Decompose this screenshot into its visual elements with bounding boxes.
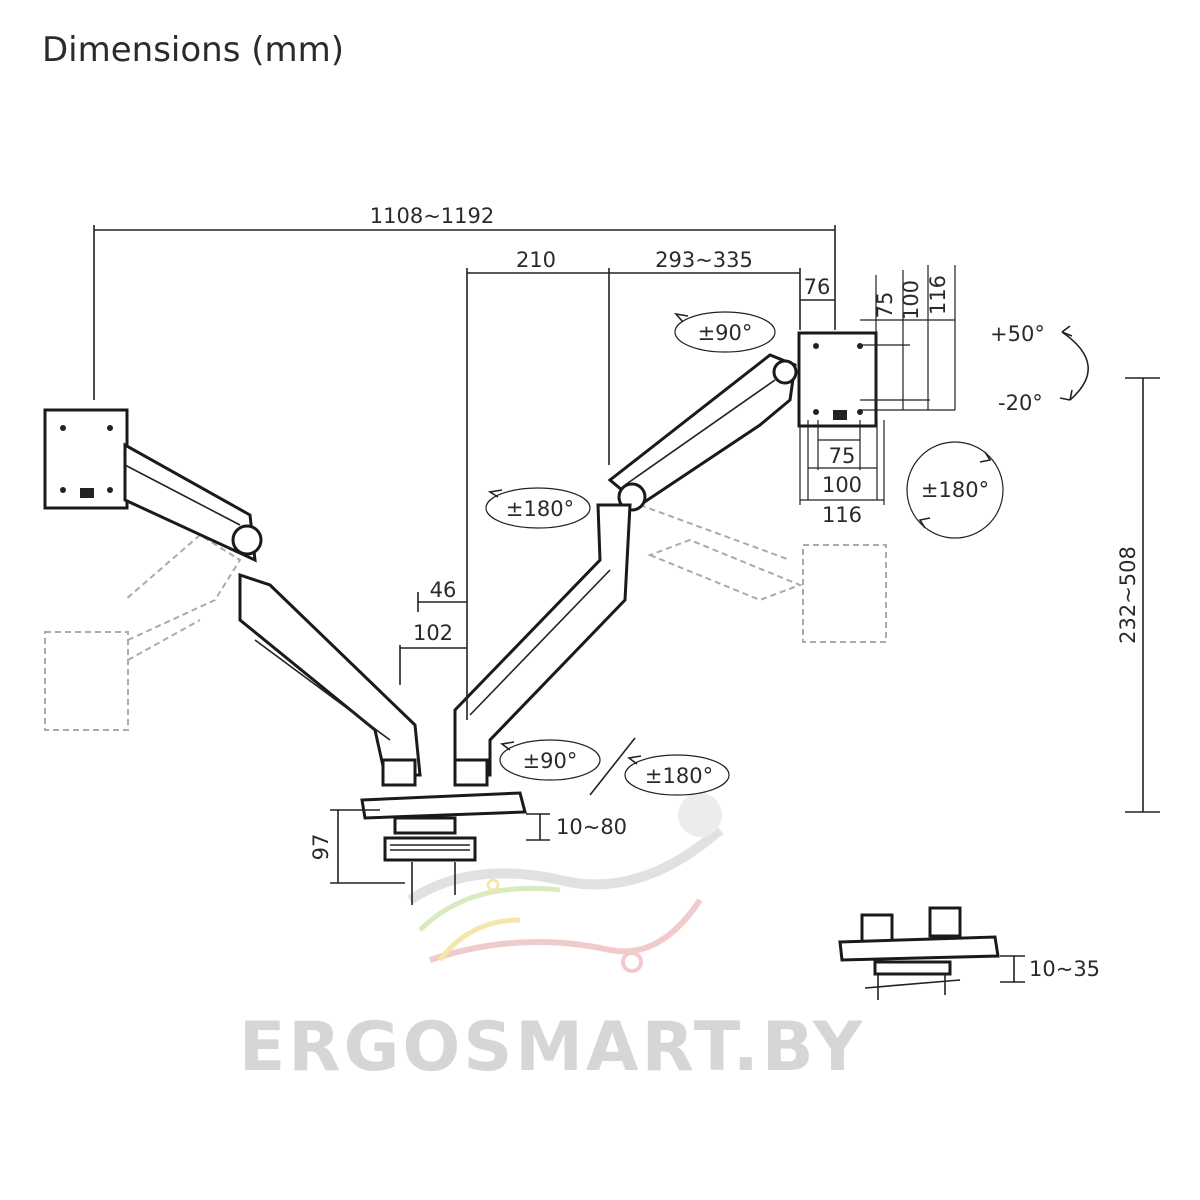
label-vesa-w-100: 100 bbox=[822, 473, 862, 497]
label-vesa-h-100: 100 bbox=[899, 280, 923, 320]
label-head-rotate: ±90° bbox=[698, 321, 753, 345]
label-vesa-w-75: 75 bbox=[829, 444, 856, 468]
label-desk-thickness-clamp: 10~80 bbox=[556, 815, 627, 839]
label-center-pole: 210 bbox=[516, 248, 556, 272]
rotation-swivel-head: ±180° bbox=[906, 441, 1004, 539]
ghost-right-monitor bbox=[639, 504, 887, 643]
label-clamp-height: 97 bbox=[309, 834, 333, 861]
dim-pole-offsets: 46 102 bbox=[399, 578, 467, 685]
ghost-left-monitor bbox=[44, 533, 242, 731]
divider-slash bbox=[589, 737, 636, 796]
dim-vesa-height: 75 100 116 bbox=[860, 265, 956, 411]
desk-base bbox=[360, 791, 527, 905]
label-tilt-up: +50° bbox=[990, 322, 1045, 346]
rotation-swivel-arm: ±180° bbox=[485, 487, 591, 529]
label-pole-102: 102 bbox=[413, 621, 453, 645]
label-desk-thickness-grommet: 10~35 bbox=[1029, 957, 1100, 981]
label-arm-reach: 293~335 bbox=[655, 248, 753, 272]
dim-desk-thickness-clamp: 10~80 bbox=[526, 813, 627, 841]
right-lower-arm bbox=[453, 503, 632, 787]
label-total-width: 1108~1192 bbox=[370, 204, 494, 228]
dim-center-pole: 210 293~335 76 bbox=[466, 248, 835, 720]
grommet-base bbox=[838, 906, 1000, 1000]
rotation-base-180: ±180° bbox=[624, 754, 730, 796]
left-lower-arm bbox=[238, 572, 422, 787]
watermark-text: ERGOSMART.BY bbox=[239, 1008, 865, 1087]
right-monitor-plate bbox=[797, 331, 878, 428]
rotation-base-90: ±90° bbox=[499, 739, 601, 781]
label-tilt-down: -20° bbox=[998, 391, 1043, 415]
watermark: ERGOSMART.BY bbox=[239, 793, 865, 1087]
label-height-range: 232~508 bbox=[1116, 546, 1140, 644]
rotation-head-90: ±90° bbox=[673, 311, 776, 353]
label-vesa-w-116: 116 bbox=[822, 503, 862, 527]
label-vesa-h-116: 116 bbox=[926, 275, 950, 315]
label-base-rotate-180: ±180° bbox=[645, 764, 713, 788]
label-pole-46: 46 bbox=[430, 578, 457, 602]
left-monitor-plate bbox=[43, 408, 129, 510]
dim-desk-thickness-grommet: 10~35 bbox=[1000, 955, 1100, 983]
left-upper-arm bbox=[123, 442, 263, 563]
label-swivel-head: ±180° bbox=[921, 478, 989, 502]
dim-clamp-height: 97 bbox=[309, 809, 405, 884]
dim-total-width: 1108~1192 bbox=[93, 204, 836, 400]
diagram-title: Dimensions (mm) bbox=[42, 30, 345, 70]
label-vesa-h-75: 75 bbox=[873, 292, 897, 319]
watermark-logo bbox=[407, 793, 724, 973]
label-swivel-arm: ±180° bbox=[506, 497, 574, 521]
rotation-tilt: +50° -20° bbox=[990, 322, 1089, 415]
dim-height-range: 232~508 bbox=[1116, 377, 1160, 813]
right-upper-arm bbox=[607, 353, 798, 512]
dim-vesa-width: 75 100 116 bbox=[799, 420, 885, 527]
label-base-rotate-90: ±90° bbox=[523, 749, 578, 773]
label-vesa-offset: 76 bbox=[804, 275, 831, 299]
